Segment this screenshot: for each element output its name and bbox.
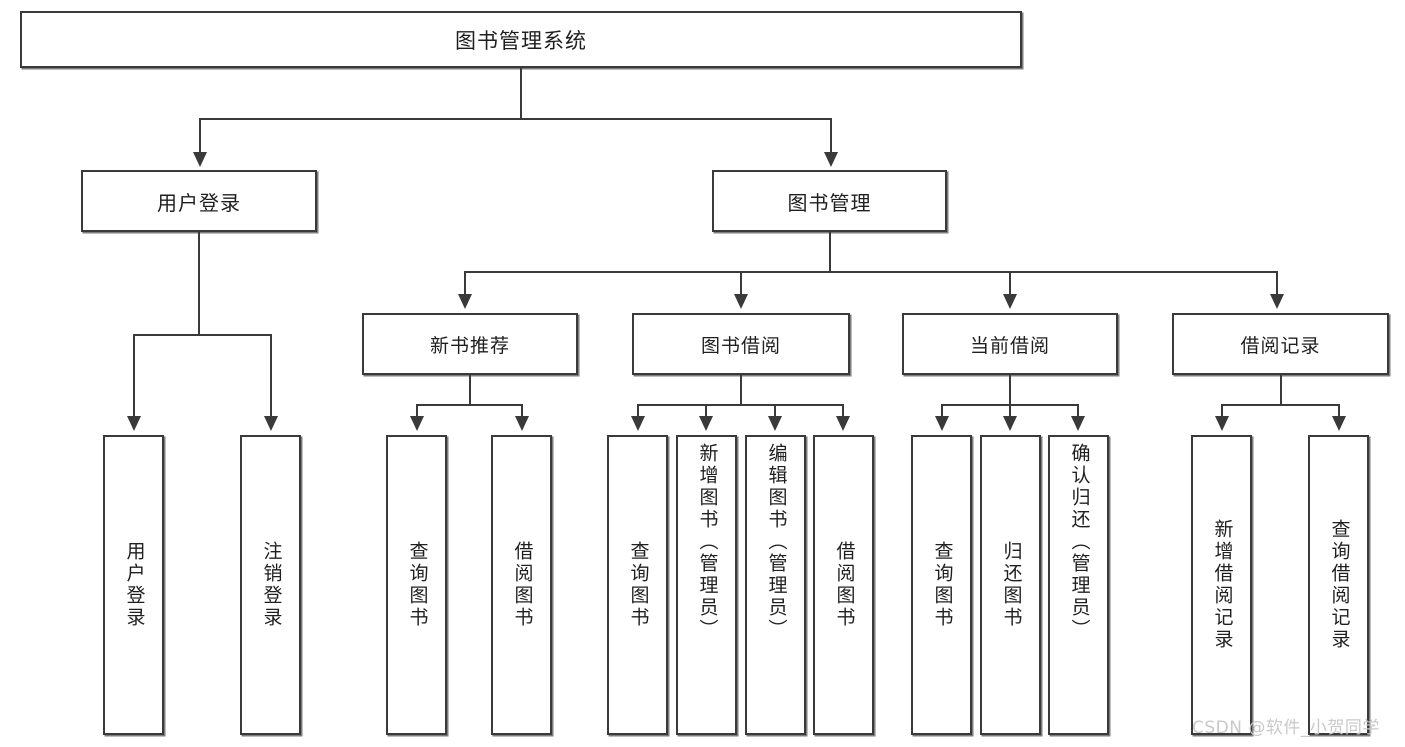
connector-to-query-book-3 [941,404,943,418]
connector-book-borrow-stem [740,375,742,405]
leaf-return-book[interactable]: 归还图书 [980,435,1041,735]
arrow-down-icon [1003,416,1017,431]
connector-new-book-recommend-bus [416,404,523,406]
arrow-down-icon [127,416,141,431]
arrow-down-icon [458,294,472,309]
connector-root-to-user-login [199,118,201,155]
connector-new-book-recommend-stem [469,375,471,405]
connector-to-logout-leaf [270,334,272,418]
connector-current-borrow-stem [1009,375,1011,405]
node-book-manage[interactable]: 图书管理 [712,170,947,232]
arrow-down-icon [935,416,949,431]
leaf-label: 查询图书 [627,541,650,629]
leaf-label: 编辑图书（管理员） [765,443,788,641]
leaf-query-borrow-record[interactable]: 查询借阅记录 [1308,435,1369,735]
leaf-label: 用户登录 [123,541,146,629]
arrow-down-icon [410,416,424,431]
leaf-logout[interactable]: 注销登录 [240,435,301,735]
arrow-down-icon [836,416,850,431]
arrow-down-icon [1332,416,1346,431]
leaf-label: 查询图书 [931,541,954,629]
arrow-down-icon [824,152,838,167]
node-root-book-management-system[interactable]: 图书管理系统 [20,11,1022,68]
node-book-borrow[interactable]: 图书借阅 [632,313,850,375]
leaf-add-book-admin[interactable]: 新增图书（管理员） [676,435,737,735]
connector-root-to-book-manage [830,118,832,155]
connector-to-return-book [1009,404,1011,418]
connector-to-query-book-1 [416,404,418,418]
node-label: 当前借阅 [969,334,1050,357]
arrow-down-icon [1270,294,1284,309]
connector-to-borrow-book-2 [842,404,844,418]
connector-to-add-borrow-record [1221,404,1223,418]
leaf-label: 借阅图书 [833,541,856,629]
connector-user-login-stem [198,232,200,335]
node-label: 借阅记录 [1240,334,1321,357]
node-label: 图书管理系统 [455,28,587,53]
connector-to-edit-book-admin [774,404,776,418]
arrow-down-icon [734,294,748,309]
node-new-book-recommend[interactable]: 新书推荐 [362,313,578,375]
arrow-down-icon [768,416,782,431]
connector-book-manage-stem [829,232,831,272]
arrow-down-icon [631,416,645,431]
leaf-label: 查询借阅记录 [1328,519,1351,651]
leaf-label: 查询图书 [406,541,429,629]
leaf-label: 归还图书 [1000,541,1023,629]
connector-book-borrow-bus [637,404,844,406]
arrow-down-icon [515,416,529,431]
connector-to-add-book-admin [705,404,707,418]
leaf-query-book-3[interactable]: 查询图书 [911,435,972,735]
connector-to-borrow-record [1276,271,1278,296]
leaf-label: 借阅图书 [511,541,534,629]
leaf-label: 新增借阅记录 [1211,519,1234,651]
leaf-label: 确认归还（管理员） [1068,443,1091,641]
arrow-down-icon [264,416,278,431]
connector-to-book-borrow [740,271,742,296]
leaf-borrow-book-1[interactable]: 借阅图书 [491,435,552,735]
node-label: 图书管理 [787,190,872,215]
arrow-down-icon [193,152,207,167]
arrow-down-icon [699,416,713,431]
connector-to-user-login-leaf [133,334,135,418]
node-label: 图书借阅 [700,334,781,357]
connector-user-login-bus [133,334,272,336]
connector-borrow-record-stem [1280,375,1282,405]
arrow-down-icon [1003,294,1017,309]
leaf-query-book-2[interactable]: 查询图书 [607,435,668,735]
connector-to-confirm-return-admin [1077,404,1079,418]
leaf-confirm-return-admin[interactable]: 确认归还（管理员） [1048,435,1109,735]
arrow-down-icon [1071,416,1085,431]
leaf-label: 注销登录 [260,541,283,629]
node-label: 新书推荐 [429,334,510,357]
node-label: 用户登录 [157,190,241,215]
connector-to-current-borrow [1009,271,1011,296]
leaf-edit-book-admin[interactable]: 编辑图书（管理员） [745,435,806,735]
connector-to-query-book-2 [637,404,639,418]
arrow-down-icon [1215,416,1229,431]
node-user-login[interactable]: 用户登录 [81,170,317,232]
leaf-query-book-1[interactable]: 查询图书 [386,435,447,735]
connector-to-borrow-book-1 [521,404,523,418]
leaf-label: 新增图书（管理员） [696,443,719,641]
node-current-borrow[interactable]: 当前借阅 [902,313,1118,375]
leaf-borrow-book-2[interactable]: 借阅图书 [813,435,874,735]
connector-borrow-record-bus [1221,404,1340,406]
connector-to-new-book-recommend [464,271,466,296]
node-borrow-record[interactable]: 借阅记录 [1172,313,1389,375]
leaf-user-login[interactable]: 用户登录 [103,435,164,735]
connector-book-manage-bus [464,271,1277,273]
connector-root-bus [199,118,832,120]
leaf-add-borrow-record[interactable]: 新增借阅记录 [1191,435,1252,735]
connector-to-query-borrow-record [1338,404,1340,418]
connector-root-stem [520,68,522,118]
